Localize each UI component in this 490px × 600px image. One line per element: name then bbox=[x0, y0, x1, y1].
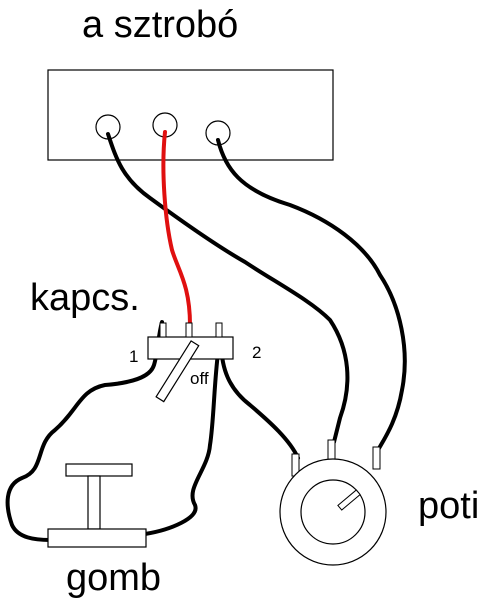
poti-knob-pointer bbox=[337, 489, 361, 511]
switch-pin-middle bbox=[185, 322, 193, 338]
wire-switch-to-button-left bbox=[5, 320, 164, 542]
switch-pin-2 bbox=[215, 322, 223, 338]
title-label: a sztrobó bbox=[82, 4, 238, 46]
switch-label: kapcs. bbox=[30, 277, 140, 319]
switch-pin-1 bbox=[159, 322, 167, 338]
switch-pin-2-label: 2 bbox=[252, 343, 261, 362]
wire-switch-to-button-right bbox=[143, 343, 221, 536]
poti-knob bbox=[300, 479, 366, 545]
poti-pin-right bbox=[372, 446, 381, 470]
button-base bbox=[47, 528, 147, 548]
wire-strobe-to-poti-middle bbox=[106, 132, 350, 444]
wire-strobe-to-switch-signal bbox=[161, 130, 192, 327]
switch-lever bbox=[155, 340, 200, 403]
wire-strobe-to-poti-right bbox=[216, 138, 407, 452]
button-label: gomb bbox=[66, 557, 161, 599]
poti-label: poti bbox=[418, 485, 479, 527]
button-stem bbox=[87, 475, 101, 530]
strobe-box bbox=[47, 69, 334, 161]
switch-pin-1-label: 1 bbox=[129, 347, 138, 366]
wire-switch-to-poti-left bbox=[219, 343, 300, 460]
button-cap bbox=[65, 463, 133, 477]
switch-off-label: off bbox=[190, 369, 209, 388]
